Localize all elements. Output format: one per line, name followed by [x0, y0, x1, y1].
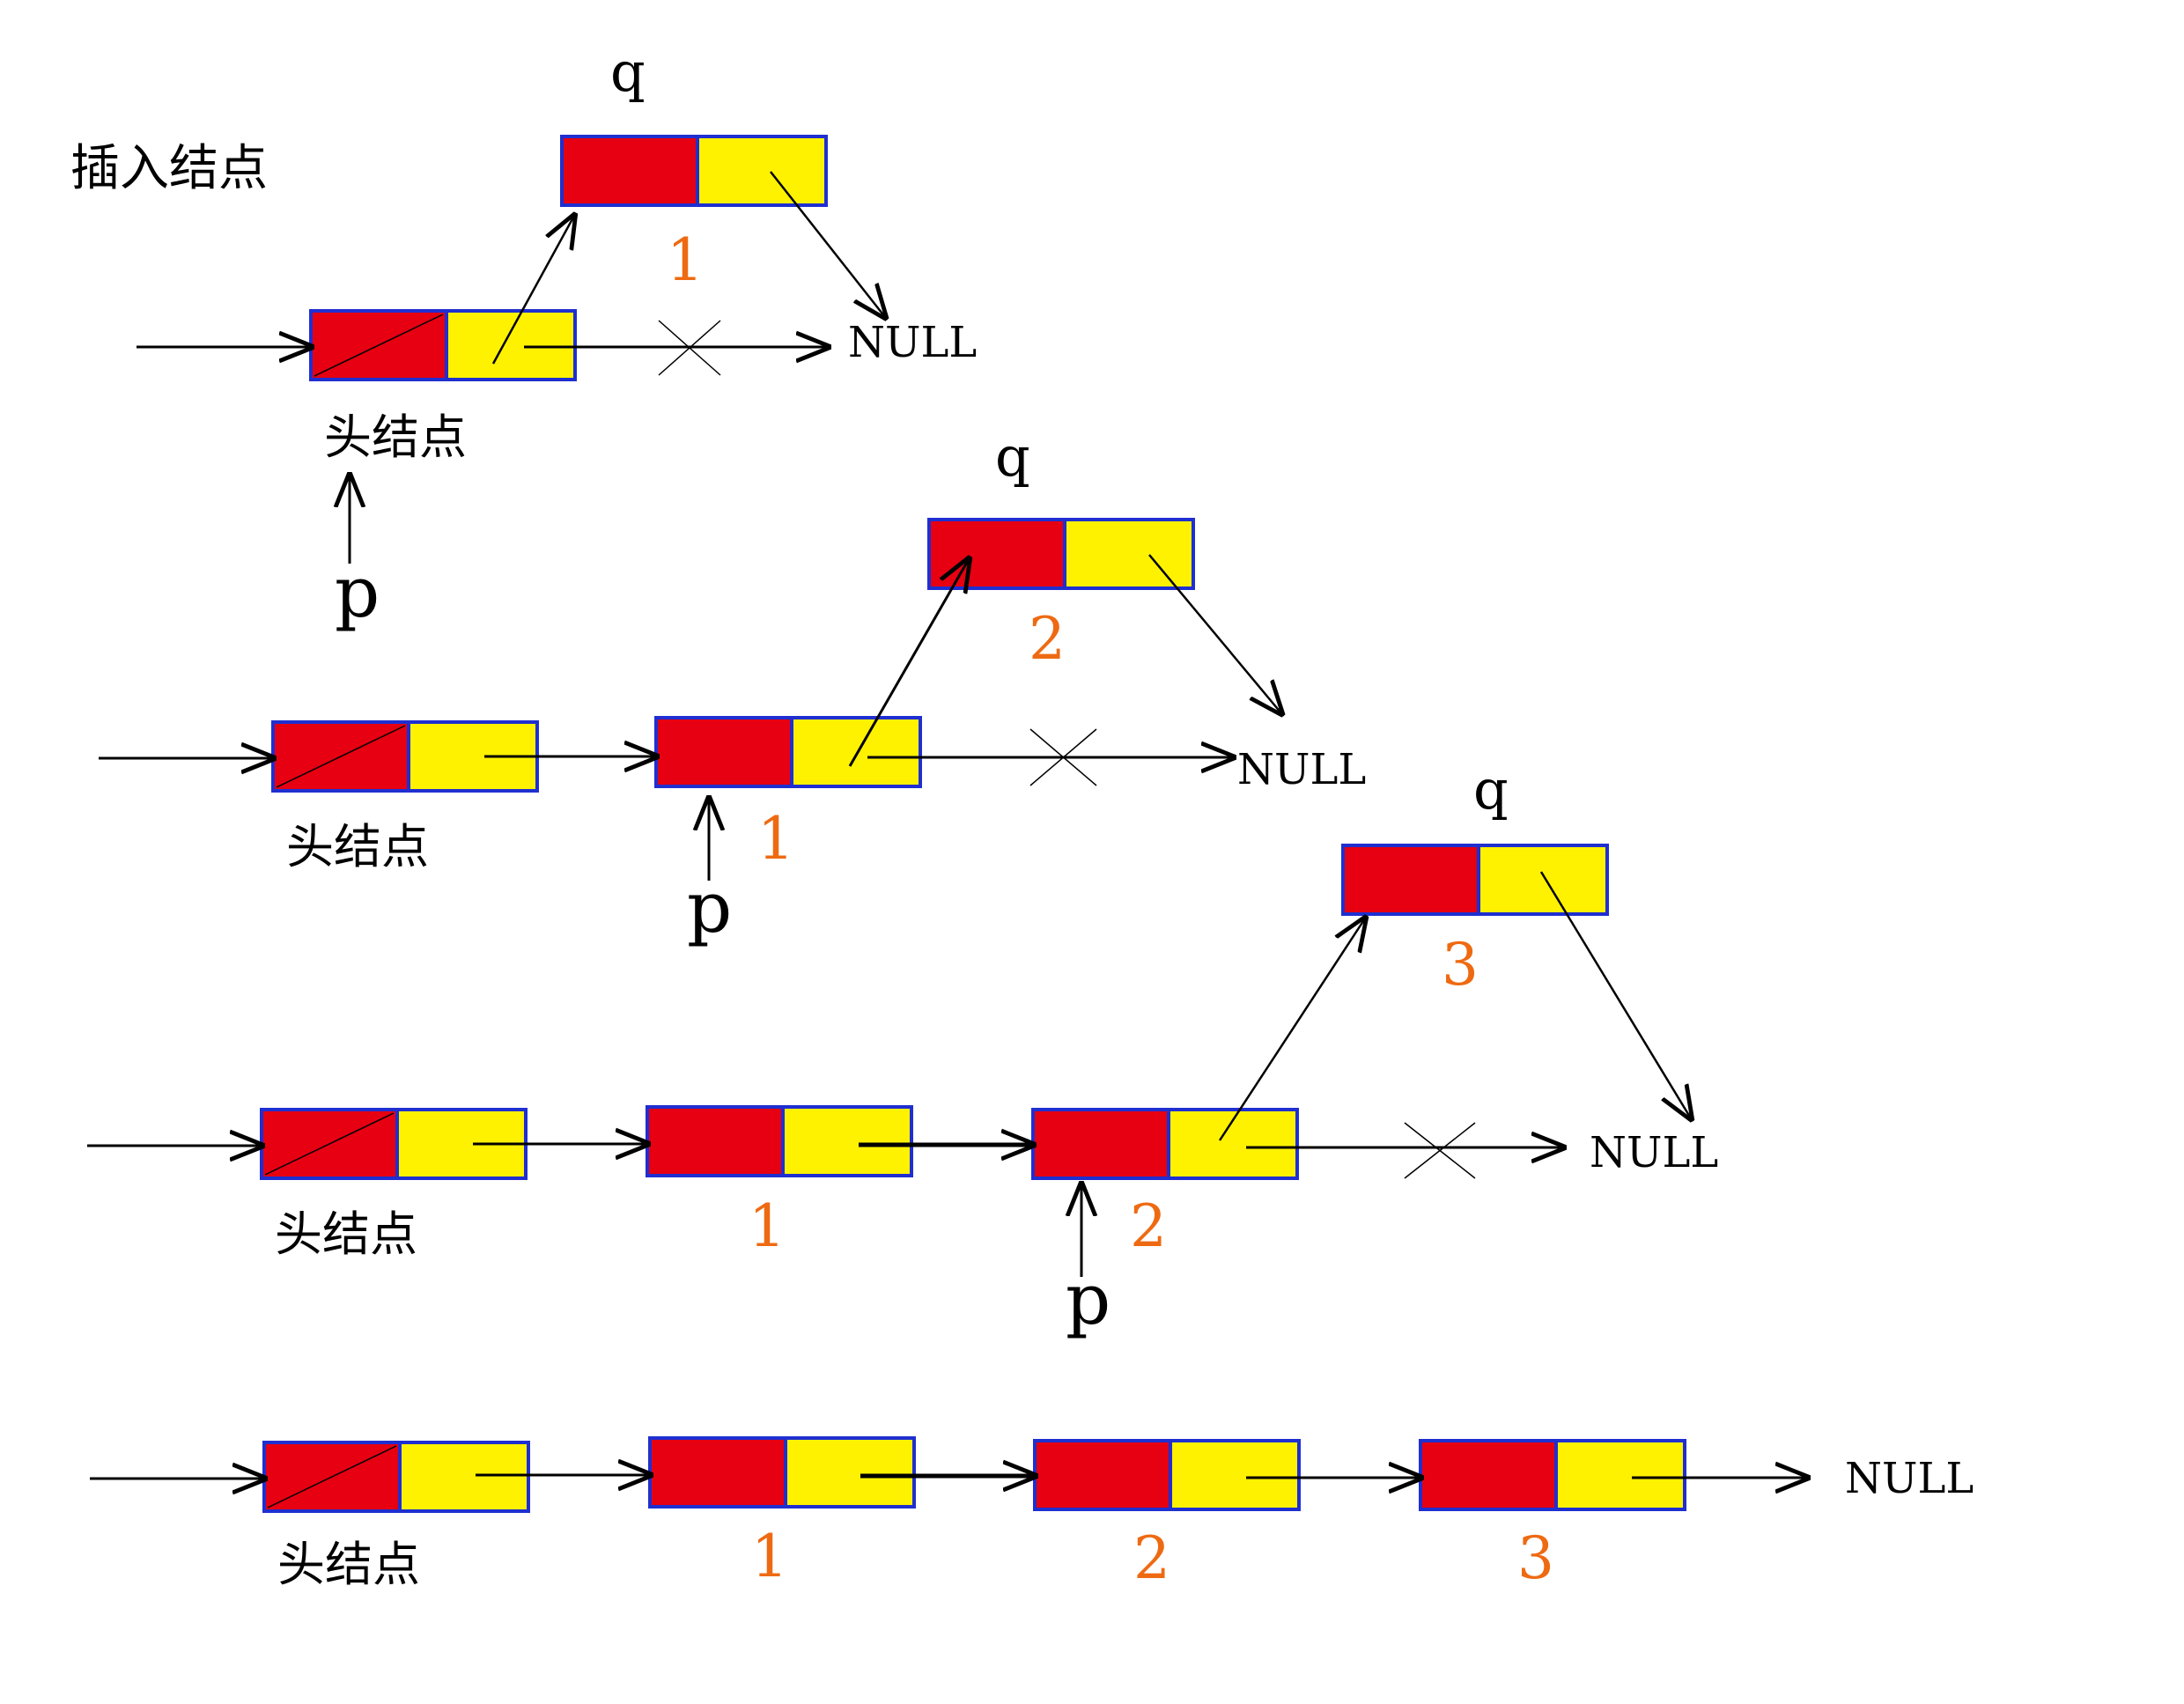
node-pointer-field	[781, 1105, 913, 1177]
node-1	[654, 716, 922, 788]
node-data-field	[1031, 1108, 1170, 1180]
head-pointer-field	[398, 1441, 530, 1513]
node-data-field	[654, 716, 793, 788]
node1-to-new-arrow	[848, 559, 969, 767]
null-label: NULL	[1590, 1128, 1718, 1177]
head-node-label: 头结点	[324, 409, 467, 465]
node-index-label: 1	[667, 226, 704, 294]
node-1	[648, 1436, 916, 1509]
node-data-field	[1419, 1439, 1558, 1511]
new-node-2	[927, 518, 1195, 590]
node-data-field	[1341, 844, 1480, 916]
new-to-null-arrow	[1539, 871, 1691, 1118]
node-2	[1031, 1108, 1299, 1180]
node-1	[646, 1105, 913, 1177]
node-data-field	[646, 1105, 785, 1177]
node-index-label: 2	[1130, 1192, 1167, 1260]
head-node	[271, 720, 539, 793]
node-pointer-field	[1169, 1439, 1301, 1511]
null-label: NULL	[1845, 1454, 1974, 1503]
diagram-title: 插入结点	[70, 140, 268, 197]
q-label: q	[1473, 757, 1509, 822]
node-index-label: 1	[751, 1523, 788, 1590]
head-node	[260, 1108, 528, 1180]
node-2	[1033, 1439, 1301, 1511]
step-2: 头结点 1 p q 2 NULL	[99, 424, 1366, 948]
node-data-field	[648, 1436, 787, 1509]
empty-data-slash	[267, 1445, 397, 1509]
broken-link-cross	[658, 320, 721, 376]
node-pointer-field	[696, 135, 828, 207]
node-data-field	[560, 135, 699, 207]
p-label: p	[687, 867, 732, 948]
node-data-field	[1033, 1439, 1172, 1511]
p-label: p	[335, 551, 380, 633]
node-3	[1419, 1439, 1686, 1511]
head-pointer-field	[445, 309, 577, 381]
node2-to-new-arrow	[1218, 918, 1365, 1141]
step-1: 头结点 p q 1 NULL	[136, 40, 977, 633]
p-label: p	[1066, 1258, 1110, 1340]
node-index-label: 1	[757, 805, 794, 873]
broken-link-cross	[1404, 1122, 1476, 1179]
new-node-1	[560, 135, 828, 207]
node-index-label: 2	[1133, 1524, 1170, 1592]
head-node	[262, 1441, 530, 1513]
head-node-label: 头结点	[286, 819, 429, 874]
node-index-label: 3	[1442, 931, 1479, 999]
null-label: NULL	[1237, 745, 1366, 794]
node-pointer-field	[1554, 1439, 1686, 1511]
node-pointer-field	[784, 1436, 916, 1509]
new-node-3	[1341, 844, 1609, 916]
empty-data-slash	[276, 725, 406, 788]
empty-data-slash	[314, 314, 444, 377]
head-node-label: 头结点	[275, 1206, 417, 1262]
node-index-label: 2	[1029, 605, 1066, 673]
new-to-null-arrow	[770, 171, 885, 317]
node-pointer-field	[1063, 518, 1195, 590]
node-index-label: 1	[749, 1192, 786, 1260]
final-list: 头结点 1 2 3 NULL	[90, 1436, 1974, 1592]
broken-link-cross	[1029, 728, 1097, 786]
empty-data-slash	[264, 1112, 395, 1176]
null-label: NULL	[848, 318, 977, 367]
head-node-label: 头结点	[277, 1537, 420, 1592]
q-label: q	[610, 40, 646, 104]
q-label: q	[995, 424, 1030, 489]
step-3: 头结点 1 2 p q 3 NULL	[87, 757, 1718, 1340]
head-to-new-arrow	[491, 216, 574, 365]
node-data-field	[927, 518, 1066, 590]
node-index-label: 3	[1517, 1524, 1554, 1592]
node-pointer-field	[790, 716, 922, 788]
new-to-null-arrow	[1148, 554, 1281, 713]
node-pointer-field	[1477, 844, 1609, 916]
head-node	[309, 309, 577, 381]
